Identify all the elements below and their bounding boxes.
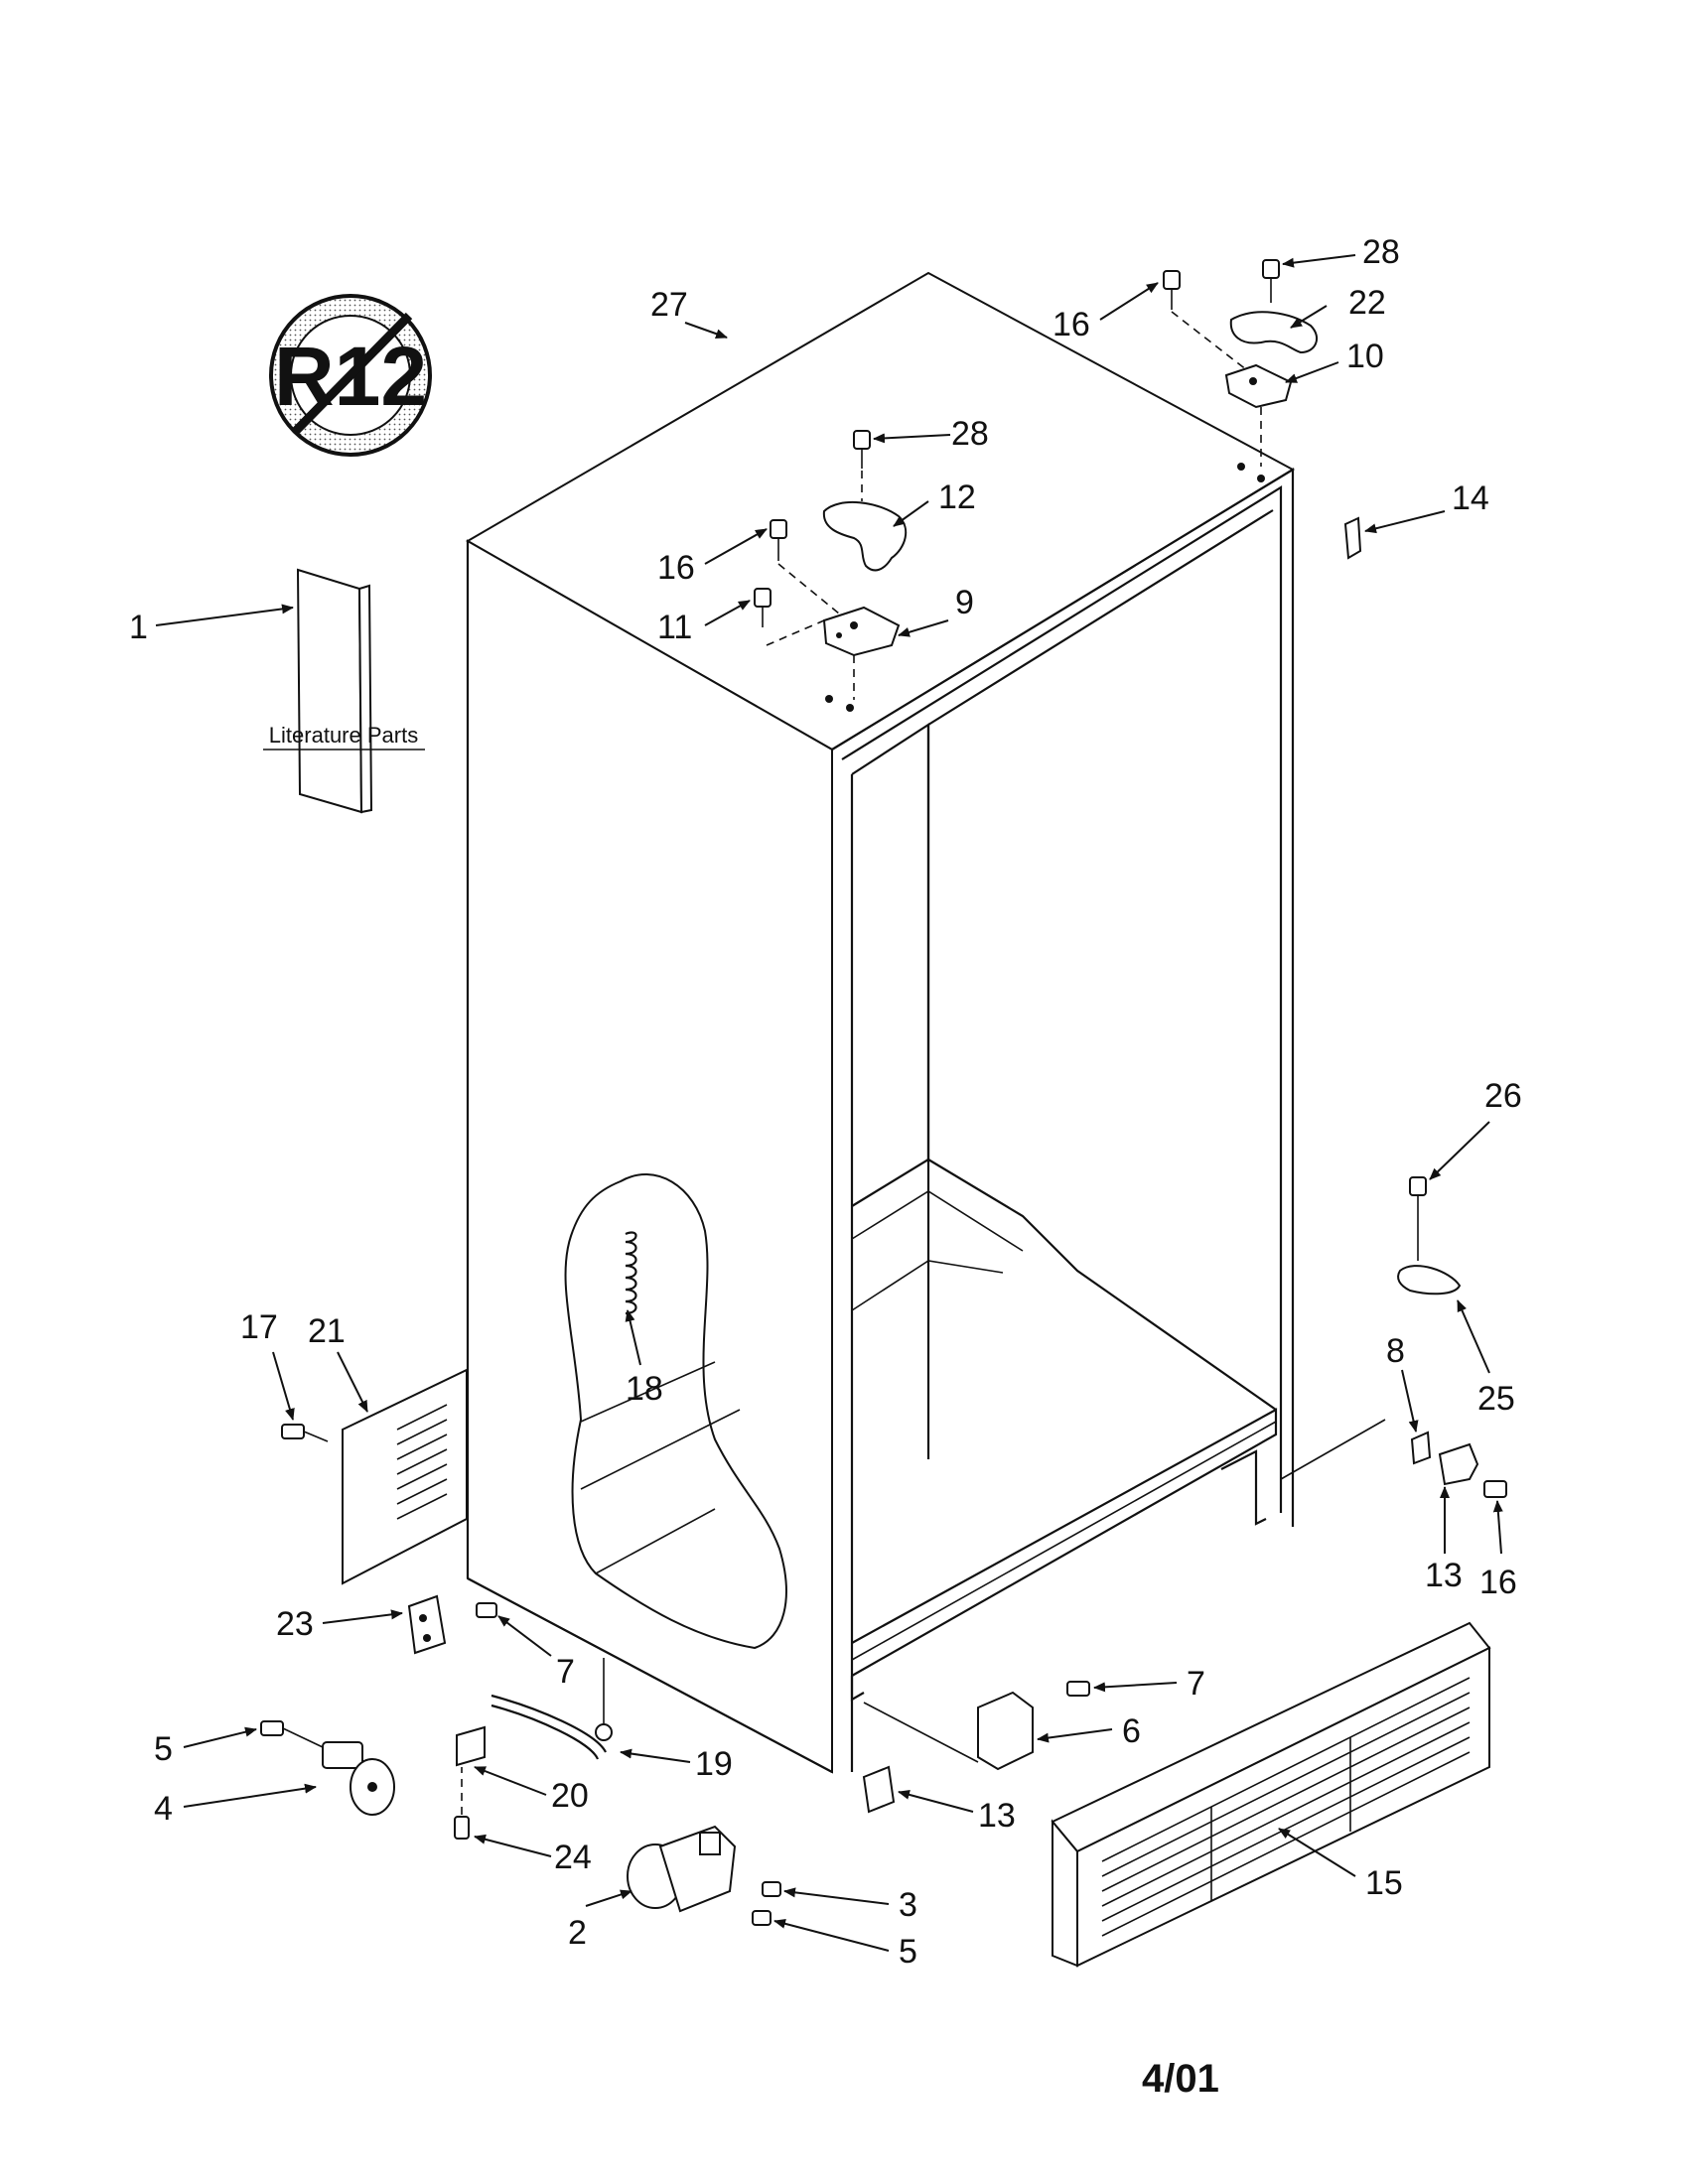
spring-part [625, 1231, 637, 1315]
literature-booklet: Literature Parts [263, 568, 425, 814]
callout-19: 19 [695, 1745, 733, 1783]
refrigerator-cabinet [465, 271, 1296, 1774]
callout-10: 10 [1346, 338, 1384, 375]
callout-17: 17 [240, 1308, 278, 1346]
callout-20: 20 [551, 1777, 589, 1815]
callout-25: 25 [1477, 1380, 1515, 1418]
callout-14: 14 [1452, 479, 1489, 517]
callout-18: 18 [626, 1370, 663, 1408]
callout-24: 24 [554, 1839, 592, 1876]
callout-13-right: 13 [1425, 1557, 1463, 1594]
callout-9: 9 [955, 584, 974, 621]
callout-16-top-right: 16 [1052, 306, 1090, 343]
callout-11: 11 [657, 609, 692, 646]
callout-1: 1 [129, 609, 148, 646]
callout-6: 6 [1122, 1712, 1141, 1750]
bottom-right-parts [862, 1176, 1507, 1968]
rear-access-grille [281, 1368, 468, 1585]
callout-8: 8 [1386, 1332, 1405, 1370]
callout-13-bottom: 13 [978, 1797, 1016, 1835]
callout-26: 26 [1484, 1077, 1522, 1115]
literature-parts-label: Literature Parts [269, 723, 418, 748]
callout-labels: 1 2 3 4 5 5 6 7 7 8 9 10 11 12 13 13 14 … [129, 233, 1522, 1971]
callout-4: 4 [154, 1790, 173, 1828]
callout-28-top-right: 28 [1362, 233, 1400, 271]
callout-7-right: 7 [1187, 1665, 1205, 1703]
no-r12-symbol: R12 [269, 294, 432, 457]
callout-21: 21 [308, 1312, 346, 1350]
callout-28-center: 28 [951, 415, 989, 453]
callout-15: 15 [1365, 1864, 1403, 1902]
callout-7-left: 7 [556, 1653, 575, 1691]
callout-5-right: 5 [899, 1933, 917, 1971]
bottom-left-parts [260, 1594, 781, 1926]
callout-3: 3 [899, 1886, 917, 1924]
callout-27: 27 [650, 286, 688, 324]
top-hinge-center [754, 430, 908, 712]
callout-23: 23 [276, 1605, 314, 1643]
callout-22: 22 [1348, 284, 1386, 322]
callout-16-top-center: 16 [657, 549, 695, 587]
callout-5-left: 5 [154, 1730, 173, 1768]
callout-12: 12 [938, 478, 976, 516]
callout-2: 2 [568, 1914, 587, 1952]
revision-date: 4/01 [1142, 2057, 1219, 2101]
callout-leaders [155, 254, 1503, 1952]
callout-16-bottom-right: 16 [1479, 1564, 1517, 1601]
